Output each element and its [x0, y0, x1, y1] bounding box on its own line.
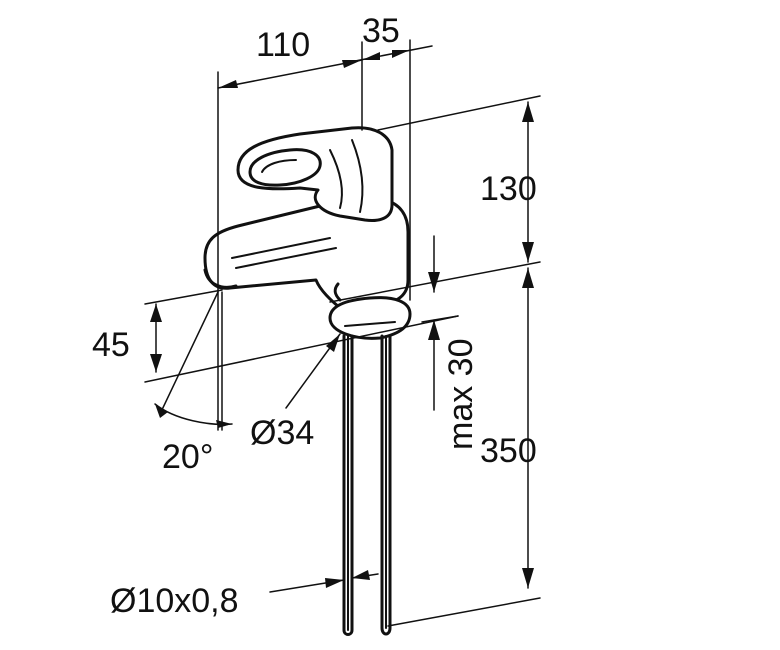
- dim-110: 110: [217, 26, 363, 431]
- label-350: 350: [480, 432, 537, 470]
- dim-hose: Ø10x0,8: [110, 570, 379, 620]
- dim-angle: 20°: [154, 291, 233, 476]
- dim-35: 35: [349, 12, 433, 301]
- dim-max30: max 30: [421, 235, 480, 451]
- flex-hoses: [342, 334, 392, 636]
- label-45: 45: [92, 326, 130, 364]
- label-max30: max 30: [442, 339, 480, 451]
- label-angle: 20°: [162, 438, 213, 476]
- label-130: 130: [480, 170, 537, 208]
- dim-45: 45: [92, 289, 459, 383]
- label-110: 110: [256, 26, 310, 64]
- label-hose: Ø10x0,8: [110, 582, 239, 620]
- dim-130: 130: [329, 95, 541, 303]
- dim-hole: Ø34: [250, 333, 341, 452]
- faucet-body: [203, 126, 412, 340]
- dim-350: 350: [387, 267, 541, 627]
- label-hole: Ø34: [250, 414, 314, 452]
- label-35: 35: [362, 12, 400, 50]
